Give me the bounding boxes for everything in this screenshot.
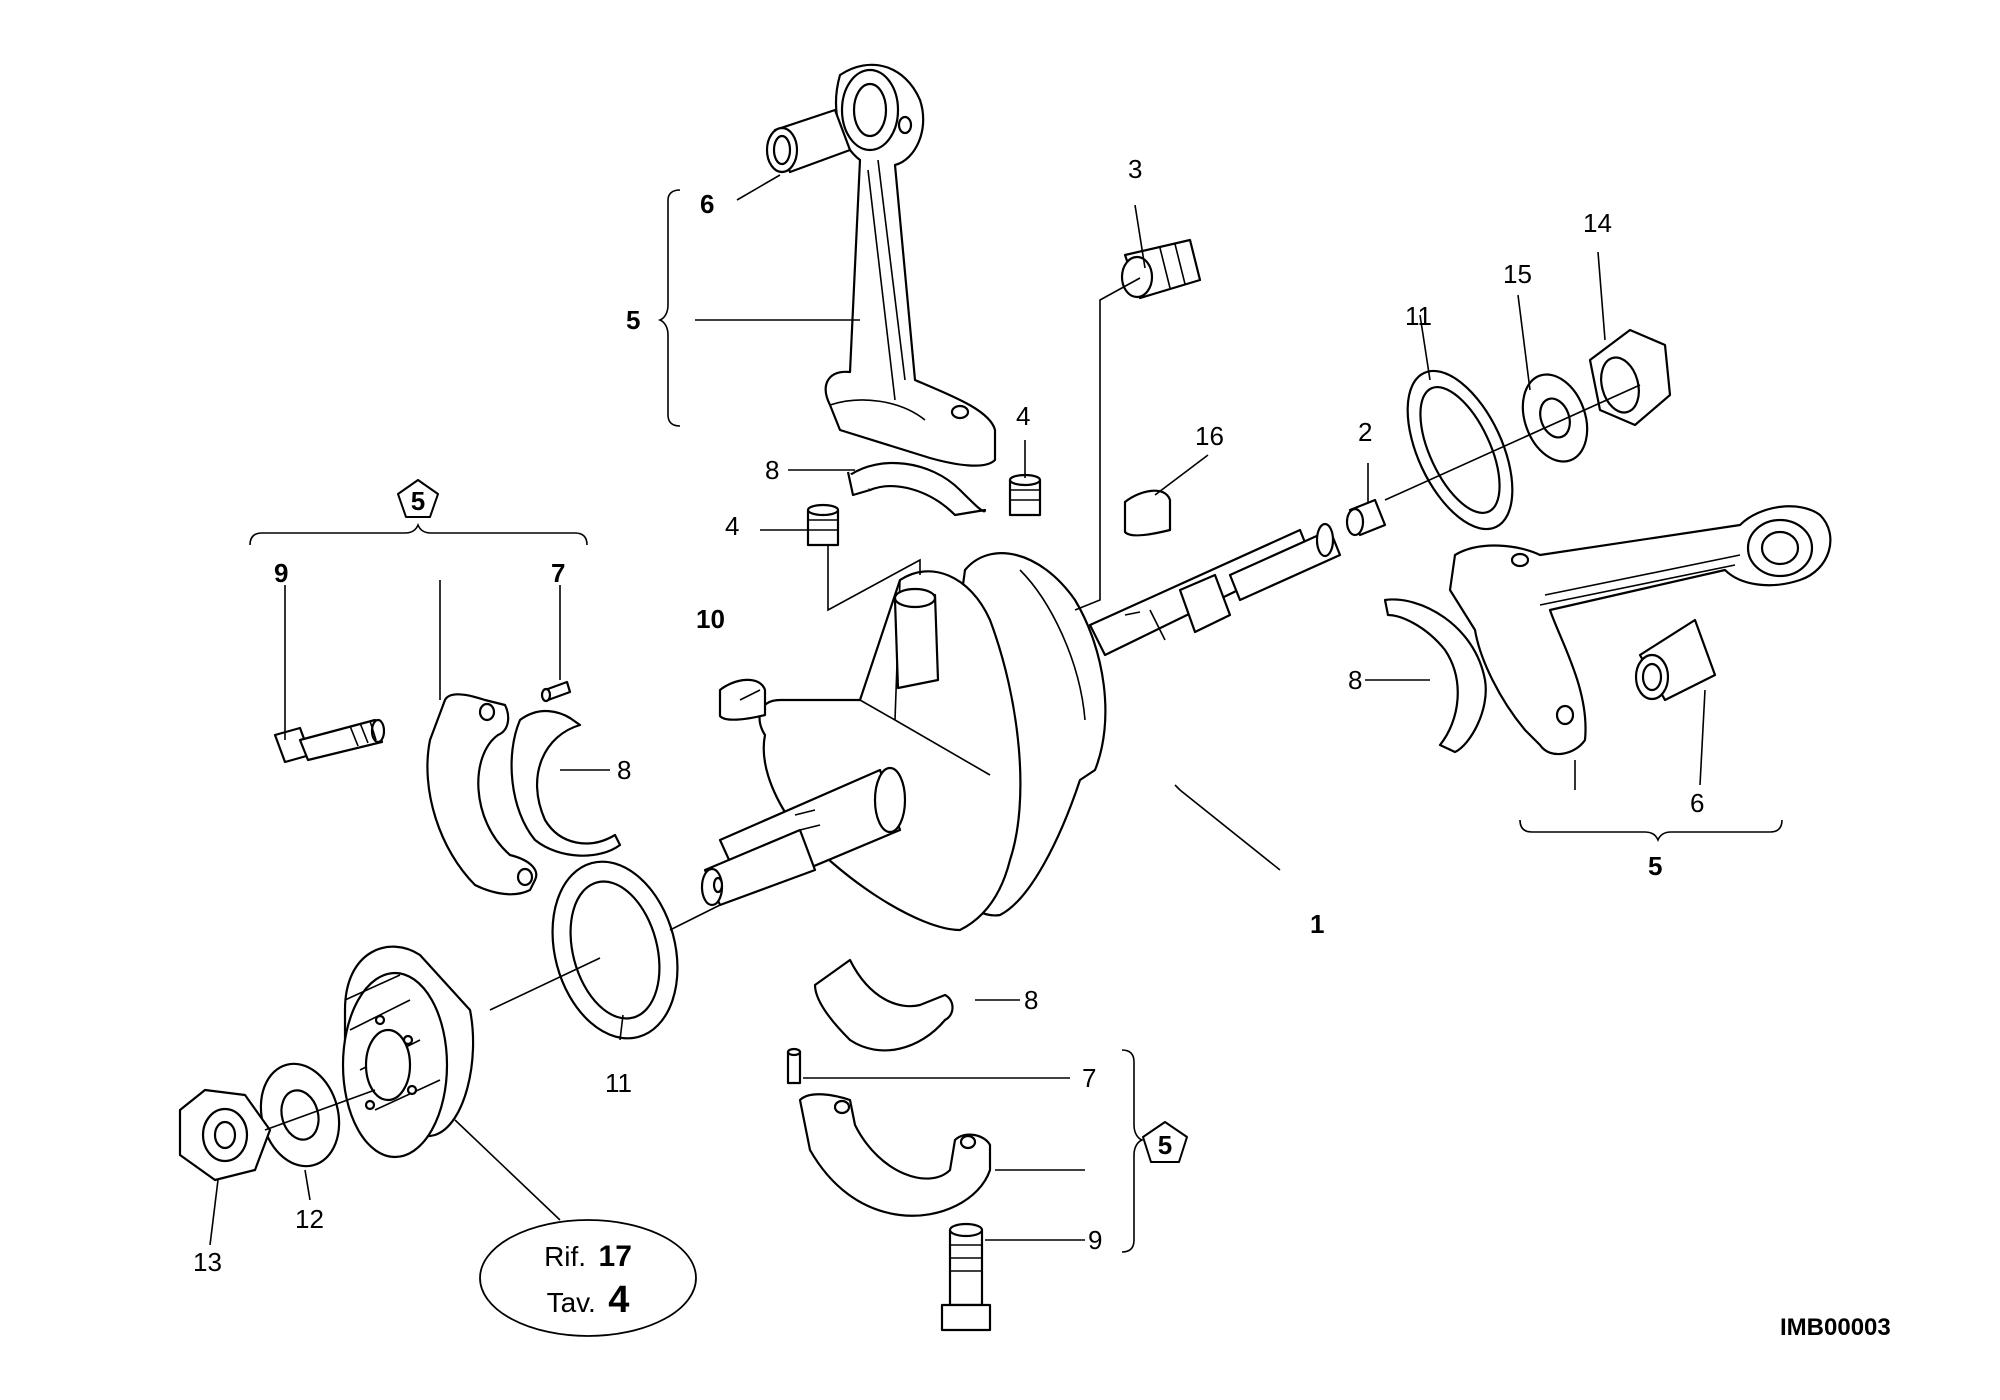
label-11-bottom: 11 bbox=[605, 1068, 632, 1098]
label-4b: 4 bbox=[725, 511, 739, 541]
bearing-shell-bottom bbox=[813, 958, 954, 1052]
label-15: 15 bbox=[1503, 259, 1532, 289]
svg-text:5: 5 bbox=[1158, 1130, 1172, 1160]
label-8-top: 8 bbox=[765, 455, 779, 485]
brace-left bbox=[249, 522, 588, 546]
diagram-code: IMB00003 bbox=[1780, 1314, 1891, 1341]
label-3: 3 bbox=[1128, 154, 1142, 184]
svg-text:5: 5 bbox=[411, 486, 425, 516]
label-4a: 4 bbox=[1016, 401, 1030, 431]
label-16: 16 bbox=[1195, 421, 1224, 451]
key-10 bbox=[718, 678, 767, 721]
nut-13 bbox=[178, 1088, 272, 1182]
timing-gear bbox=[341, 945, 475, 1159]
svg-text:Rif. 17: Rif. 17 bbox=[544, 1240, 632, 1273]
label-9-bottom: 9 bbox=[1088, 1225, 1102, 1255]
small-end-bush-right bbox=[1634, 618, 1717, 702]
nut-14 bbox=[1588, 328, 1672, 427]
label-2: 2 bbox=[1358, 417, 1372, 447]
brace-bottom bbox=[1121, 1049, 1145, 1253]
bearing-shell-top bbox=[846, 461, 987, 517]
label-8-left: 8 bbox=[617, 755, 631, 785]
leader-lines bbox=[209, 174, 1706, 1246]
washer-12 bbox=[259, 1062, 341, 1168]
main-cap-left bbox=[426, 693, 538, 896]
label-7-bottom: 7 bbox=[1082, 1063, 1096, 1093]
svg-text:Tav. 4: Tav. 4 bbox=[547, 1279, 630, 1321]
brace-right bbox=[1519, 819, 1783, 843]
crankshaft bbox=[700, 522, 1342, 932]
small-end-bush-top bbox=[765, 108, 852, 174]
plug-3 bbox=[1120, 238, 1202, 300]
pentagon-symbol-bottom: 5 bbox=[1142, 1121, 1188, 1163]
dowel-pin-left bbox=[540, 680, 572, 703]
bearing-shell-left bbox=[510, 710, 622, 857]
label-8-right: 8 bbox=[1348, 665, 1362, 695]
thrust-washer-bottom bbox=[551, 860, 679, 1040]
main-cap-bottom bbox=[798, 1093, 992, 1217]
label-1: 1 bbox=[1310, 909, 1324, 939]
connecting-rod-right bbox=[1448, 505, 1832, 756]
bolt-bottom bbox=[940, 1222, 992, 1332]
thrust-washer-right bbox=[1406, 369, 1514, 531]
grub-screw-4a bbox=[1008, 473, 1042, 517]
washer-15 bbox=[1521, 373, 1589, 463]
label-9-left: 9 bbox=[274, 558, 288, 588]
grub-screw-4b bbox=[806, 503, 840, 547]
connecting-rod-top bbox=[824, 63, 997, 467]
label-10: 10 bbox=[696, 604, 725, 634]
brace-top-left bbox=[657, 189, 681, 427]
grub-screw-2 bbox=[1345, 498, 1387, 537]
tav-value: 4 bbox=[608, 1279, 629, 1321]
label-13: 13 bbox=[193, 1247, 222, 1277]
label-11-right: 11 bbox=[1405, 301, 1432, 331]
label-5-right: 5 bbox=[1648, 851, 1662, 881]
label-6-right: 6 bbox=[1690, 788, 1704, 818]
tav-label: Tav. bbox=[547, 1287, 596, 1318]
label-7-left: 7 bbox=[551, 558, 565, 588]
label-5-top: 5 bbox=[626, 305, 640, 335]
bearing-shell-right bbox=[1383, 598, 1487, 754]
key-16 bbox=[1123, 489, 1172, 537]
dowel-pin-bottom bbox=[786, 1047, 802, 1085]
rif-value: 17 bbox=[599, 1240, 632, 1273]
bolt-left bbox=[273, 718, 386, 764]
label-8-bottom: 8 bbox=[1024, 985, 1038, 1015]
label-14: 14 bbox=[1583, 208, 1612, 238]
label-12: 12 bbox=[295, 1204, 324, 1234]
pentagon-symbol-left: 5 bbox=[397, 479, 439, 518]
label-6-top: 6 bbox=[700, 189, 714, 219]
rif-label: Rif. bbox=[544, 1241, 586, 1272]
reference-callout: Rif. 17 Tav. 4 bbox=[479, 1219, 697, 1337]
part-labels: 1 2 3 4 4 5 5 6 6 7 7 8 8 8 8 9 9 10 11 … bbox=[193, 154, 1704, 1277]
